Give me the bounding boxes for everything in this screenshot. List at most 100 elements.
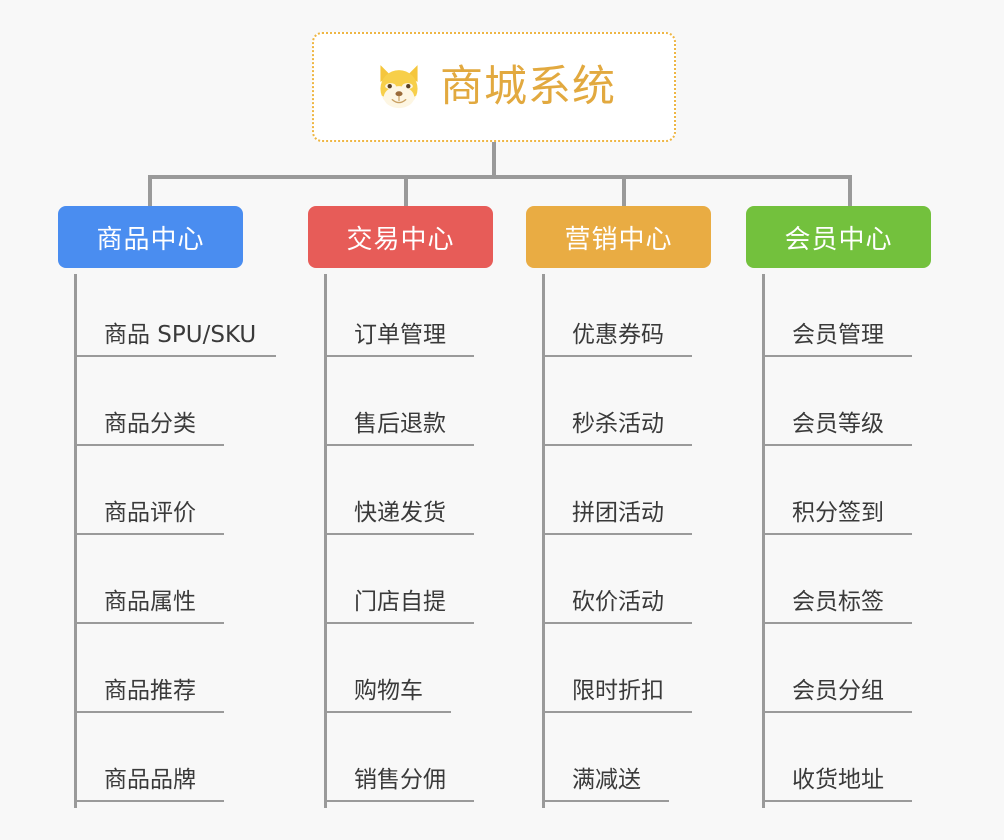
connector-drop-3 bbox=[622, 175, 626, 209]
leaf-underline bbox=[324, 533, 474, 535]
category-header-3[interactable]: 营销中心 bbox=[526, 206, 711, 268]
leaf-item[interactable]: 秒杀活动 bbox=[526, 357, 711, 446]
connector-drop-4 bbox=[848, 175, 852, 209]
leaf-label: 购物车 bbox=[354, 677, 423, 704]
column-trunk-line-2 bbox=[324, 274, 327, 808]
column-trunk-line-4 bbox=[762, 274, 765, 808]
connector-horizontal-bus bbox=[148, 175, 852, 179]
leaf-item[interactable]: 收货地址 bbox=[746, 713, 931, 802]
leaf-label: 积分签到 bbox=[792, 499, 884, 526]
leaf-item[interactable]: 会员管理 bbox=[746, 268, 931, 357]
leaf-underline bbox=[762, 711, 912, 713]
leaf-underline bbox=[74, 800, 224, 802]
leaf-item[interactable]: 快递发货 bbox=[308, 446, 493, 535]
leaf-label: 商品 SPU/SKU bbox=[104, 321, 257, 348]
column-trunk-line-3 bbox=[542, 274, 545, 808]
category-header-label: 营销中心 bbox=[564, 224, 673, 255]
leaf-underline bbox=[74, 444, 224, 446]
leaf-label: 满减送 bbox=[572, 766, 641, 793]
leaf-underline bbox=[542, 355, 692, 357]
category-column-4: 会员中心会员管理会员等级积分签到会员标签会员分组收货地址 bbox=[746, 206, 931, 808]
leaf-label: 秒杀活动 bbox=[572, 410, 664, 437]
category-header-2[interactable]: 交易中心 bbox=[308, 206, 493, 268]
leaf-item[interactable]: 商品分类 bbox=[58, 357, 243, 446]
leaf-label: 会员标签 bbox=[792, 588, 884, 615]
category-header-label: 交易中心 bbox=[346, 224, 455, 255]
leaf-item[interactable]: 会员等级 bbox=[746, 357, 931, 446]
leaf-label: 售后退款 bbox=[354, 410, 446, 437]
category-header-1[interactable]: 商品中心 bbox=[58, 206, 243, 268]
leaf-underline bbox=[324, 622, 474, 624]
leaf-label: 砍价活动 bbox=[572, 588, 664, 615]
leaf-underline bbox=[762, 355, 912, 357]
leaf-underline bbox=[762, 444, 912, 446]
category-column-3: 营销中心优惠券码秒杀活动拼团活动砍价活动限时折扣满减送 bbox=[526, 206, 711, 808]
leaf-underline bbox=[324, 800, 474, 802]
category-header-label: 会员中心 bbox=[784, 224, 893, 255]
leaf-label: 拼团活动 bbox=[572, 499, 664, 526]
column-trunk-line-1 bbox=[74, 274, 77, 808]
category-column-2: 交易中心订单管理售后退款快递发货门店自提购物车销售分佣 bbox=[308, 206, 493, 808]
leaf-item[interactable]: 商品推荐 bbox=[58, 624, 243, 713]
leaf-list-4: 会员管理会员等级积分签到会员标签会员分组收货地址 bbox=[746, 268, 931, 802]
leaf-label: 销售分佣 bbox=[354, 766, 446, 793]
leaf-list-3: 优惠券码秒杀活动拼团活动砍价活动限时折扣满减送 bbox=[526, 268, 711, 802]
leaf-underline bbox=[762, 800, 912, 802]
leaf-label: 会员分组 bbox=[792, 677, 884, 704]
leaf-underline bbox=[324, 711, 451, 713]
leaf-underline bbox=[74, 711, 224, 713]
leaf-label: 收货地址 bbox=[792, 766, 884, 793]
leaf-label: 门店自提 bbox=[354, 588, 446, 615]
root-node[interactable]: 商城系统 bbox=[312, 32, 676, 142]
leaf-label: 商品品牌 bbox=[104, 766, 196, 793]
leaf-item[interactable]: 砍价活动 bbox=[526, 535, 711, 624]
leaf-underline bbox=[762, 622, 912, 624]
leaf-list-1: 商品 SPU/SKU 商品分类商品评价商品属性商品推荐商品品牌 bbox=[58, 268, 276, 802]
leaf-label: 快递发货 bbox=[354, 499, 446, 526]
connector-drop-1 bbox=[148, 175, 152, 209]
leaf-item[interactable]: 售后退款 bbox=[308, 357, 493, 446]
leaf-list-2: 订单管理售后退款快递发货门店自提购物车销售分佣 bbox=[308, 268, 493, 802]
leaf-item[interactable]: 会员分组 bbox=[746, 624, 931, 713]
shiba-dog-emoji bbox=[372, 60, 426, 114]
leaf-underline bbox=[324, 355, 474, 357]
leaf-label: 订单管理 bbox=[354, 321, 446, 348]
leaf-item[interactable]: 门店自提 bbox=[308, 535, 493, 624]
connector-drop-2 bbox=[404, 175, 408, 209]
leaf-underline bbox=[542, 444, 692, 446]
category-header-4[interactable]: 会员中心 bbox=[746, 206, 931, 268]
leaf-underline bbox=[762, 533, 912, 535]
leaf-item[interactable]: 积分签到 bbox=[746, 446, 931, 535]
leaf-label: 商品推荐 bbox=[104, 677, 196, 704]
category-header-label: 商品中心 bbox=[96, 224, 205, 255]
leaf-underline bbox=[542, 533, 692, 535]
leaf-underline bbox=[542, 711, 692, 713]
leaf-label: 商品分类 bbox=[104, 410, 196, 437]
leaf-underline bbox=[324, 444, 474, 446]
leaf-underline bbox=[542, 622, 692, 624]
leaf-item[interactable]: 商品属性 bbox=[58, 535, 243, 624]
leaf-item[interactable]: 商品品牌 bbox=[58, 713, 243, 802]
leaf-underline bbox=[74, 533, 224, 535]
leaf-item[interactable]: 销售分佣 bbox=[308, 713, 493, 802]
root-title: 商城系统 bbox=[440, 61, 616, 112]
leaf-label: 商品评价 bbox=[104, 499, 196, 526]
leaf-item[interactable]: 购物车 bbox=[308, 624, 493, 713]
leaf-underline bbox=[542, 800, 669, 802]
leaf-item[interactable]: 拼团活动 bbox=[526, 446, 711, 535]
connector-root-stem bbox=[492, 142, 496, 178]
leaf-item[interactable]: 会员标签 bbox=[746, 535, 931, 624]
leaf-item[interactable]: 限时折扣 bbox=[526, 624, 711, 713]
leaf-item[interactable]: 商品评价 bbox=[58, 446, 243, 535]
leaf-item[interactable]: 满减送 bbox=[526, 713, 711, 802]
leaf-label: 会员等级 bbox=[792, 410, 884, 437]
leaf-label: 会员管理 bbox=[792, 321, 884, 348]
leaf-item[interactable]: 订单管理 bbox=[308, 268, 493, 357]
leaf-item[interactable]: 商品 SPU/SKU bbox=[58, 268, 276, 357]
leaf-item[interactable]: 优惠券码 bbox=[526, 268, 711, 357]
leaf-underline bbox=[74, 355, 276, 357]
leaf-label: 优惠券码 bbox=[572, 321, 664, 348]
leaf-underline bbox=[74, 622, 224, 624]
leaf-label: 商品属性 bbox=[104, 588, 196, 615]
